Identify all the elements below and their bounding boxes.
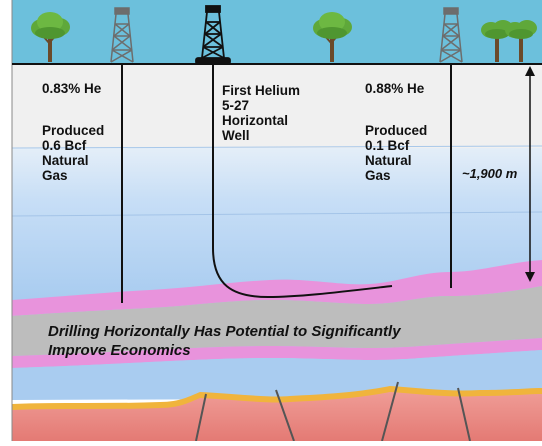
fault-line [275,389,295,442]
diagram-caption: Drilling Horizontally Has Potential to S… [48,322,401,360]
caption-line: Improve Economics [48,342,191,359]
center-label-line: Well [222,128,250,143]
horizontal-well-bore [212,64,393,299]
right-production-line: Produced [365,123,428,138]
left-well-helium-label: 0.83% He [42,81,102,96]
right-production-line: 0.1 Bcf [365,138,410,153]
tree-icon [31,12,70,62]
orange-layer [12,386,542,412]
tree-icon [505,20,537,62]
right-well-helium-label: 0.88% He [365,81,425,96]
pink-upper-layer [12,260,542,316]
center-label-line: First Helium [222,83,301,98]
left-production-line: 0.6 Bcf [42,138,87,153]
tree-icon [313,12,352,62]
surface-layer [12,64,542,148]
derrick-icon [439,7,463,63]
gray-layer [12,286,542,356]
fault-line [381,381,399,442]
right-production-line: Gas [365,168,391,183]
caption-line: Drilling Horizontally Has Potential to S… [48,323,401,340]
derrick-icon [195,5,231,65]
center-label-line: 5-27 [222,98,250,113]
sky-band [12,0,542,64]
fault-line [457,387,471,442]
center-well-label: First Helium 5-27 Horizontal Well [222,83,300,143]
center-label-line: Horizontal [222,113,288,128]
depth-arrow-icon [525,66,535,282]
left-production-line: Gas [42,168,68,183]
left-well-production-label: Produced 0.6 Bcf Natural Gas [42,123,104,183]
depth-label: ~1,900 m [462,166,518,181]
left-production-line: Produced [42,123,105,138]
derrick-icon [110,7,134,63]
left-production-line: Natural [42,153,89,168]
right-well-production-label: Produced 0.1 Bcf Natural Gas [365,123,427,183]
right-production-line: Natural [365,153,412,168]
red-basement-layer [12,392,542,441]
pink-lower-layer [12,338,542,368]
fault-line [195,393,207,442]
